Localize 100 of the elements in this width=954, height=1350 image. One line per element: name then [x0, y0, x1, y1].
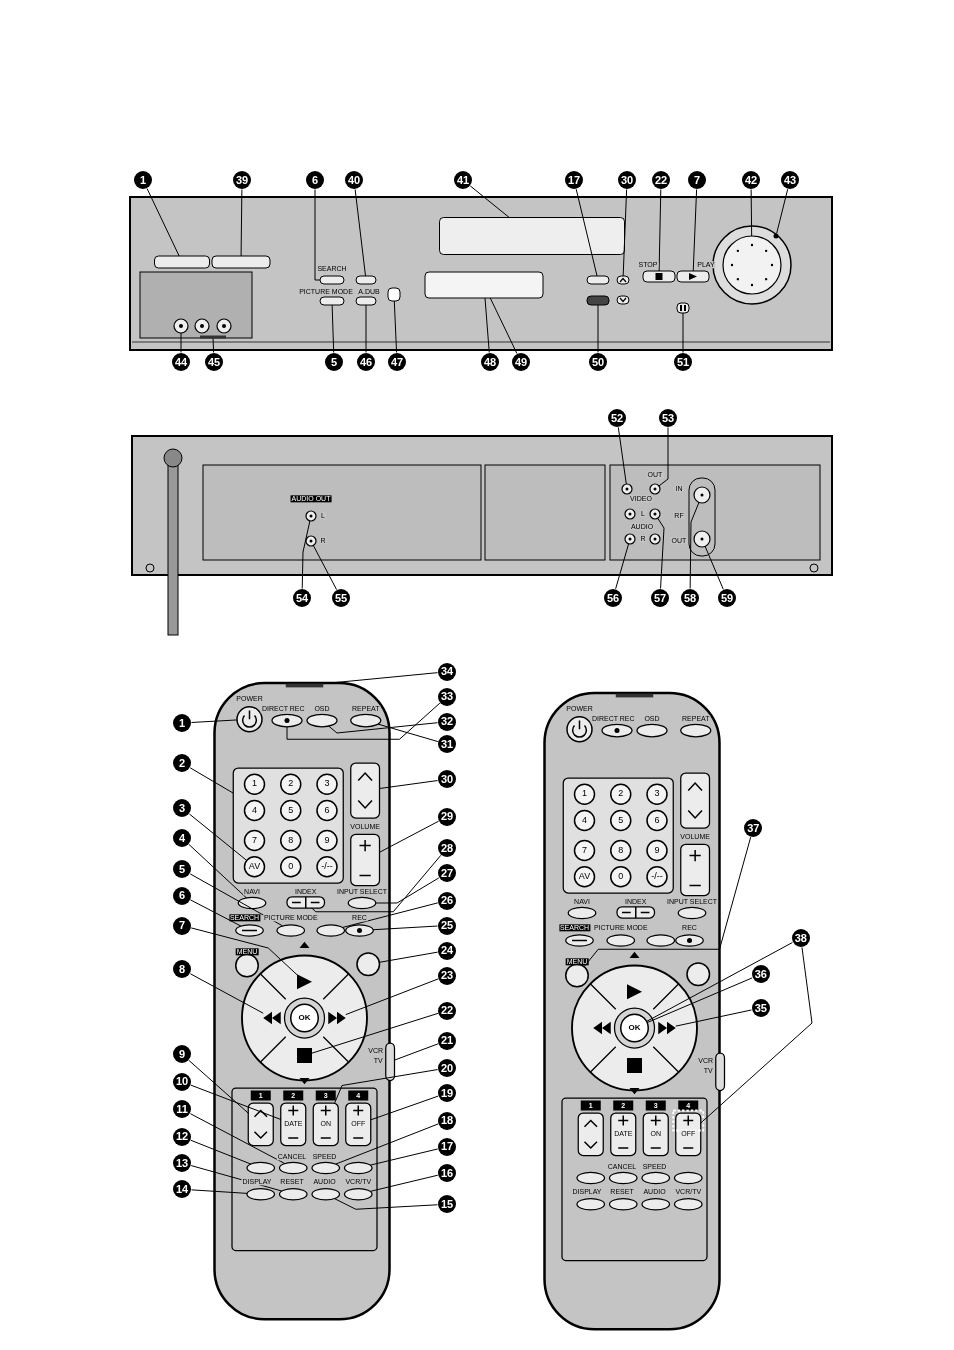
key-number: 7: [581, 845, 588, 856]
leader-line: [776, 188, 789, 235]
leader-line: [622, 189, 628, 277]
leader-line: [301, 520, 311, 589]
leader-line: [689, 501, 700, 589]
key-number: 1: [251, 779, 258, 789]
callout-number: 37: [744, 819, 763, 837]
power-button: [236, 706, 263, 733]
leader-line: [189, 973, 264, 1014]
rf-jack: [693, 530, 711, 548]
key-number: AV: [577, 872, 592, 882]
play-key: [627, 984, 642, 1000]
callout-number: 46: [357, 353, 375, 371]
leader-line: [191, 719, 238, 723]
menu-button: [565, 963, 589, 988]
callout-number: 26: [438, 891, 456, 910]
sensor-window: [387, 287, 401, 302]
leader-line: [658, 189, 662, 272]
callout-number: 14: [173, 1180, 191, 1199]
remote-button: [641, 1198, 671, 1211]
jack: [305, 535, 317, 547]
remote-button: [276, 924, 306, 937]
key-number: 0: [617, 872, 625, 882]
callout-number: 25: [438, 916, 456, 935]
remote-button: [601, 723, 633, 738]
rocker-button: [345, 1102, 372, 1147]
remote-button: [343, 1188, 373, 1201]
leader-line: [597, 304, 599, 353]
callout-number: 18: [438, 1111, 456, 1130]
leader-line: [345, 978, 439, 1016]
callout-number: 57: [651, 589, 669, 607]
panel-button: [355, 275, 377, 285]
remote-button: [576, 1171, 606, 1185]
rewind-key: [263, 1011, 281, 1025]
key-number: 1: [581, 789, 588, 799]
rocker-button: [350, 762, 381, 819]
key-number: 3: [653, 789, 661, 799]
callout-number: 1: [173, 714, 191, 732]
leader-line: [311, 854, 442, 913]
callout-number: 31: [438, 735, 456, 754]
remote-button: [246, 1161, 276, 1175]
key-number: 2: [617, 789, 625, 799]
callout-number: 7: [173, 916, 191, 935]
callout-number: 42: [742, 171, 760, 189]
leader-line: [657, 517, 665, 589]
leader-line: [750, 189, 753, 237]
key-number: 4: [251, 805, 258, 816]
remote-button: [278, 1161, 308, 1175]
leader-line: [188, 813, 248, 861]
callout-number: 49: [512, 353, 530, 371]
leader-line: [341, 902, 439, 928]
leader-line: [328, 722, 439, 734]
leader-line: [314, 189, 321, 281]
leader-line: [190, 927, 298, 976]
leader-line: [370, 1095, 439, 1121]
callout-number: 8: [173, 960, 191, 979]
av-button: [573, 866, 596, 888]
leader-line: [658, 427, 669, 487]
remote-button: [347, 896, 377, 910]
key-number: 5: [617, 815, 625, 826]
leader-line: [489, 297, 518, 354]
remote-button: [235, 924, 264, 937]
leader-line: [615, 543, 630, 590]
callout-number: 22: [652, 171, 670, 189]
rewind-key: [593, 1021, 611, 1035]
callout-number: 23: [438, 966, 456, 985]
rocker-button: [350, 833, 381, 887]
leader-line: [372, 925, 438, 931]
rocker-button: [312, 1102, 339, 1147]
callout-number: 47: [388, 353, 406, 371]
leader-line: [312, 544, 338, 591]
index-button: [286, 896, 326, 909]
leader-line: [189, 767, 234, 794]
leader-line: [189, 899, 242, 927]
panel-button: [319, 296, 345, 306]
leader-line: [393, 300, 398, 353]
callout-number: 10: [173, 1072, 191, 1091]
pause-button: [676, 302, 690, 314]
remote-button: [311, 1188, 341, 1201]
callout-number: 41: [454, 171, 472, 189]
jack: [649, 533, 661, 545]
callout-number: 7: [688, 171, 706, 189]
leader-line: [379, 820, 440, 853]
leader-line: [646, 942, 793, 1022]
infrared-window: [285, 683, 324, 688]
remote-button: [278, 1188, 308, 1201]
callout-number: 53: [659, 409, 677, 427]
remote-button: [350, 713, 382, 728]
callout-number: 38: [791, 929, 810, 947]
callout-number: 3: [173, 799, 191, 817]
leader-line: [212, 338, 215, 353]
infrared-window: [615, 693, 654, 698]
leader-line: [354, 188, 366, 277]
callout-number: 6: [173, 886, 191, 905]
leader-line: [191, 1189, 248, 1194]
leader-line: [369, 1174, 439, 1192]
jack: [649, 508, 661, 520]
leader-line: [617, 426, 627, 485]
leader-line: [369, 1148, 439, 1166]
remote-button: [680, 723, 712, 738]
